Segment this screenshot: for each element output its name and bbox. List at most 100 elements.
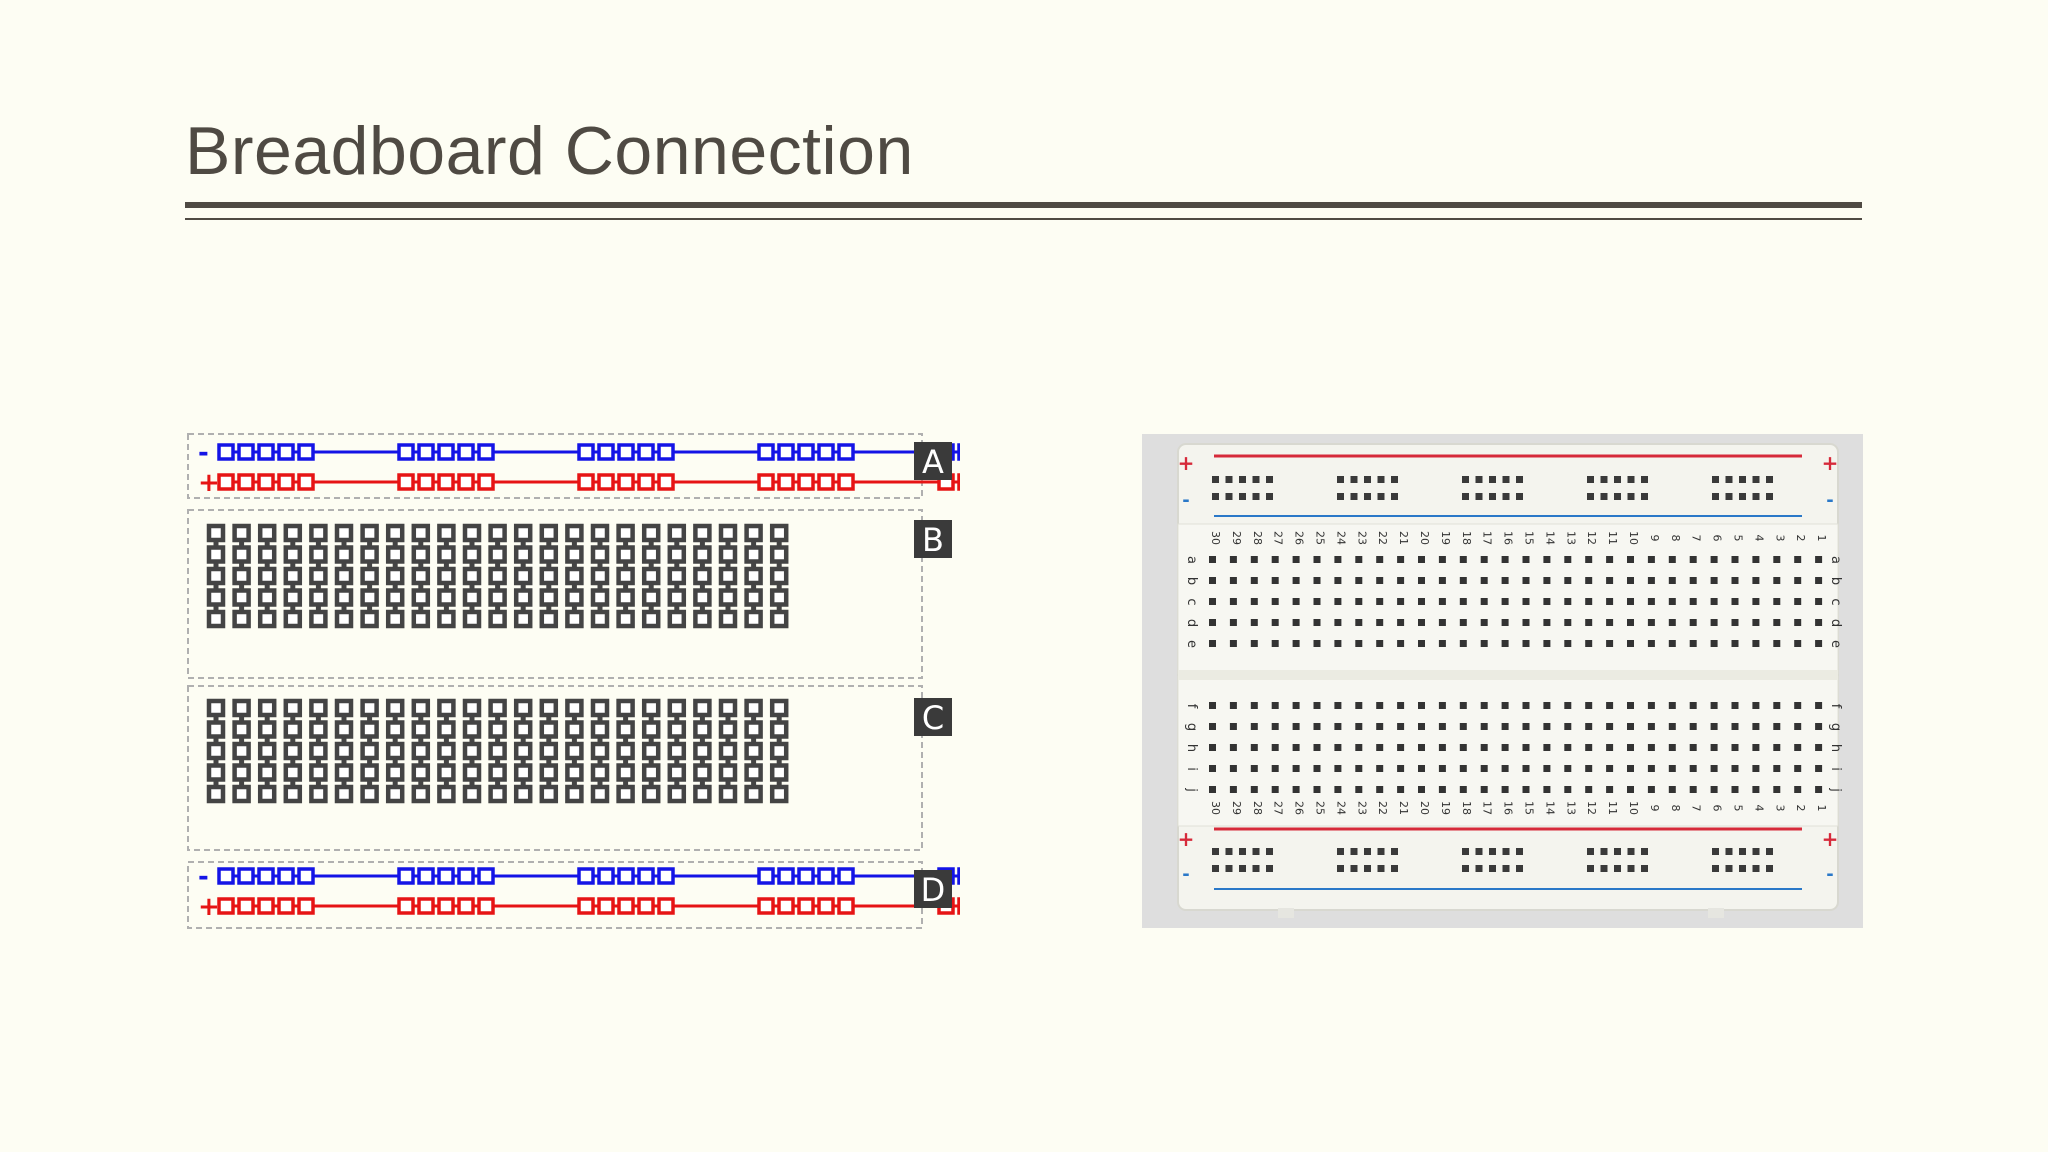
strip-b-hole bbox=[744, 588, 763, 607]
terminal-hole bbox=[1229, 786, 1237, 793]
rail-d-positive-hole bbox=[837, 897, 855, 915]
strip-b-hole bbox=[309, 588, 328, 607]
column-number-bottom: 20 bbox=[1418, 801, 1431, 815]
rail-hole bbox=[1391, 848, 1398, 855]
rail-a-negative-hole bbox=[617, 443, 635, 461]
strip-c-hole bbox=[667, 720, 687, 739]
terminal-hole bbox=[1627, 598, 1634, 605]
strip-b-hole bbox=[462, 588, 482, 607]
column-number-bottom: 15 bbox=[1523, 801, 1536, 815]
section-frame-c bbox=[187, 685, 923, 851]
terminal-hole bbox=[1501, 556, 1509, 563]
section-label-bg-c bbox=[914, 698, 952, 736]
strip-c-hole bbox=[283, 720, 303, 739]
rail-hole bbox=[1766, 476, 1773, 483]
terminal-hole bbox=[1418, 556, 1425, 563]
breadboard-photo: ++++----30302929282827272626252524242323… bbox=[1142, 434, 1863, 928]
rail-a-negative-hole bbox=[777, 443, 795, 461]
strip-b-hole bbox=[616, 566, 635, 586]
strip-b-hole bbox=[206, 545, 226, 564]
terminal-hole bbox=[1752, 723, 1760, 730]
terminal-hole bbox=[1606, 744, 1614, 751]
strip-b-hole bbox=[283, 609, 303, 629]
strip-c-hole bbox=[641, 720, 661, 739]
column-number-bottom: 5 bbox=[1732, 805, 1745, 812]
terminal-hole bbox=[1397, 577, 1405, 584]
column-number-bottom: 26 bbox=[1293, 801, 1306, 815]
terminal-hole bbox=[1668, 556, 1676, 563]
rail-d-positive-hole bbox=[817, 897, 835, 915]
rail-hole bbox=[1725, 865, 1733, 872]
strip-c-hole bbox=[667, 698, 687, 718]
terminal-hole bbox=[1773, 640, 1781, 647]
terminal-hole bbox=[1355, 640, 1363, 647]
terminal-hole bbox=[1585, 598, 1593, 605]
row-letter-left: j bbox=[1184, 787, 1199, 792]
terminal-hole bbox=[1647, 598, 1655, 605]
strip-c-hole bbox=[360, 720, 379, 739]
strip-c-hole bbox=[411, 698, 431, 718]
rail-hole bbox=[1614, 865, 1621, 872]
terminal-hole bbox=[1459, 744, 1467, 751]
terminal-hole bbox=[1606, 619, 1614, 626]
rail-hole bbox=[1350, 476, 1358, 483]
rail-d-negative-hole bbox=[777, 867, 795, 885]
rail-a-positive-hole bbox=[577, 473, 595, 491]
rail-a-negative-hole bbox=[397, 443, 415, 461]
rail-hole bbox=[1350, 493, 1358, 500]
strip-c-hole bbox=[437, 720, 456, 739]
column-number-bottom: 16 bbox=[1502, 801, 1515, 815]
strip-c-hole bbox=[718, 784, 738, 804]
rail-hole bbox=[1391, 493, 1398, 500]
strip-c-hole bbox=[462, 698, 482, 718]
strip-c-hole bbox=[206, 763, 226, 782]
terminal-hole bbox=[1480, 744, 1488, 751]
terminal-hole bbox=[1313, 765, 1321, 772]
terminal-hole bbox=[1752, 619, 1760, 626]
strip-b-hole bbox=[590, 566, 610, 586]
strip-c-hole bbox=[539, 763, 559, 782]
strip-c-hole bbox=[718, 741, 738, 761]
strip-b-hole bbox=[488, 588, 507, 607]
terminal-hole bbox=[1543, 640, 1551, 647]
terminal-hole bbox=[1731, 723, 1739, 730]
strip-c-hole bbox=[718, 763, 738, 782]
terminal-hole bbox=[1585, 619, 1593, 626]
terminal-hole bbox=[1418, 702, 1425, 709]
rail-hole bbox=[1752, 493, 1760, 500]
terminal-hole bbox=[1229, 640, 1237, 647]
rail-hole bbox=[1252, 848, 1260, 855]
strip-c-hole bbox=[488, 698, 507, 718]
strip-c-hole bbox=[232, 784, 251, 804]
strip-c-hole bbox=[616, 698, 635, 718]
column-number-top: 21 bbox=[1397, 531, 1410, 545]
rail-hole bbox=[1725, 493, 1733, 500]
terminal-hole bbox=[1710, 765, 1718, 772]
terminal-hole bbox=[1815, 577, 1823, 584]
row-letter-left: g bbox=[1184, 723, 1199, 731]
rail-d-negative-hole bbox=[597, 867, 615, 885]
strip-c-hole bbox=[641, 741, 661, 761]
strip-c-hole bbox=[360, 763, 379, 782]
strip-b-hole bbox=[769, 609, 789, 629]
section-label-d: D bbox=[921, 871, 946, 909]
strip-c-hole bbox=[667, 763, 687, 782]
rail-d-negative-hole bbox=[477, 867, 495, 885]
terminal-hole bbox=[1209, 723, 1216, 730]
terminal-hole bbox=[1689, 556, 1697, 563]
column-number-top: 25 bbox=[1314, 531, 1327, 545]
strip-b-hole bbox=[206, 609, 226, 629]
terminal-hole bbox=[1209, 577, 1216, 584]
terminal-hole bbox=[1647, 702, 1655, 709]
rail-minus-sign: - bbox=[1826, 864, 1833, 885]
strip-c-hole bbox=[437, 698, 456, 718]
terminal-hole bbox=[1522, 556, 1530, 563]
terminal-hole bbox=[1585, 702, 1593, 709]
terminal-hole bbox=[1647, 786, 1655, 793]
rail-d-positive-hole bbox=[457, 897, 475, 915]
terminal-hole bbox=[1209, 744, 1216, 751]
rail-plus-sign: + bbox=[1178, 827, 1195, 851]
terminal-hole bbox=[1627, 556, 1634, 563]
terminal-hole bbox=[1668, 577, 1676, 584]
strip-b-hole bbox=[693, 566, 712, 586]
